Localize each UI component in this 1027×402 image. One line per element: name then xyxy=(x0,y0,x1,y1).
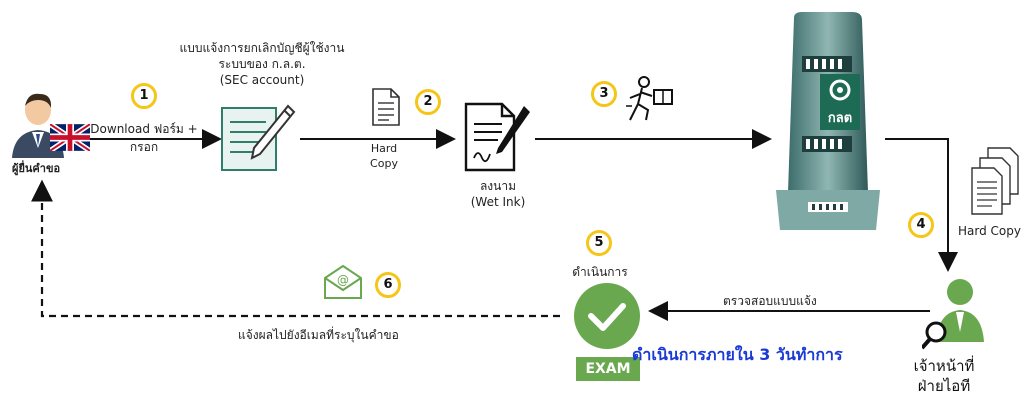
documents-stack-icon xyxy=(970,146,1022,216)
sign-label-line1: ลงนาม xyxy=(479,179,517,193)
form-title-line2: ระบบของ ก.ล.ต. xyxy=(218,57,306,71)
building-logo-text: กลต xyxy=(828,111,852,126)
deadline-label: ดำเนินการภายใน 3 วันทำการ xyxy=(632,345,843,364)
applicant-label: ผู้ยื่นคำขอ xyxy=(12,162,61,175)
step-2-badge: 2 xyxy=(415,89,441,115)
it-officer-icon xyxy=(920,276,984,356)
step-1-label-line1: Download ฟอร์ม + xyxy=(90,122,198,136)
officer-label: เจ้าหน้าที่ ฝ่ายไอที xyxy=(896,356,992,396)
step-1-label: Download ฟอร์ม + กรอก xyxy=(82,120,206,157)
arrow-building-to-officer xyxy=(885,138,958,272)
step-4-badge: 4 xyxy=(908,212,934,238)
form-edit-icon xyxy=(220,102,298,174)
step-5-badge: 5 xyxy=(586,230,612,256)
uk-flag-icon xyxy=(48,121,92,154)
step-4-label: Hard Copy xyxy=(958,224,1021,238)
svg-text:@: @ xyxy=(337,273,349,287)
arrow-exam-to-applicant xyxy=(31,179,560,318)
sign-label: ลงนาม (Wet Ink) xyxy=(453,178,543,210)
verify-label: ตรวจสอบแบบแจ้ง xyxy=(723,294,817,308)
signed-document-icon xyxy=(462,100,532,175)
step-5-label: ดำเนินการ xyxy=(572,265,628,279)
step-2-label-line1: Hard xyxy=(370,142,398,155)
form-title-line1: แบบแจ้งการยกเลิกบัญชีผู้ใช้งาน xyxy=(179,41,345,55)
form-title: แบบแจ้งการยกเลิกบัญชีผู้ใช้งาน ระบบของ ก… xyxy=(162,40,362,88)
email-envelope-icon: @ xyxy=(323,264,363,300)
approved-check-icon xyxy=(571,282,643,352)
step-1-badge: 1 xyxy=(131,83,157,109)
exam-label: EXAM xyxy=(576,357,640,381)
officer-label-line2: ฝ่ายไอที xyxy=(917,377,971,395)
form-title-line3: (SEC account) xyxy=(219,73,305,87)
step-6-label: แจ้งผลไปยังอีเมลที่ระบุในคำขอ xyxy=(238,328,399,342)
sec-building-icon: กลต xyxy=(772,12,884,230)
step-3-badge: 3 xyxy=(591,81,617,107)
courier-running-icon xyxy=(626,76,678,122)
document-icon xyxy=(371,87,401,127)
step-6-badge: 6 xyxy=(375,272,401,298)
step-1-label-line2: กรอก xyxy=(129,140,159,154)
step-2-label: Hard Copy xyxy=(355,141,413,171)
step-2-label-line2: Copy xyxy=(370,157,398,170)
sign-label-line2: (Wet Ink) xyxy=(470,195,526,209)
officer-label-line1: เจ้าหน้าที่ xyxy=(913,357,975,375)
